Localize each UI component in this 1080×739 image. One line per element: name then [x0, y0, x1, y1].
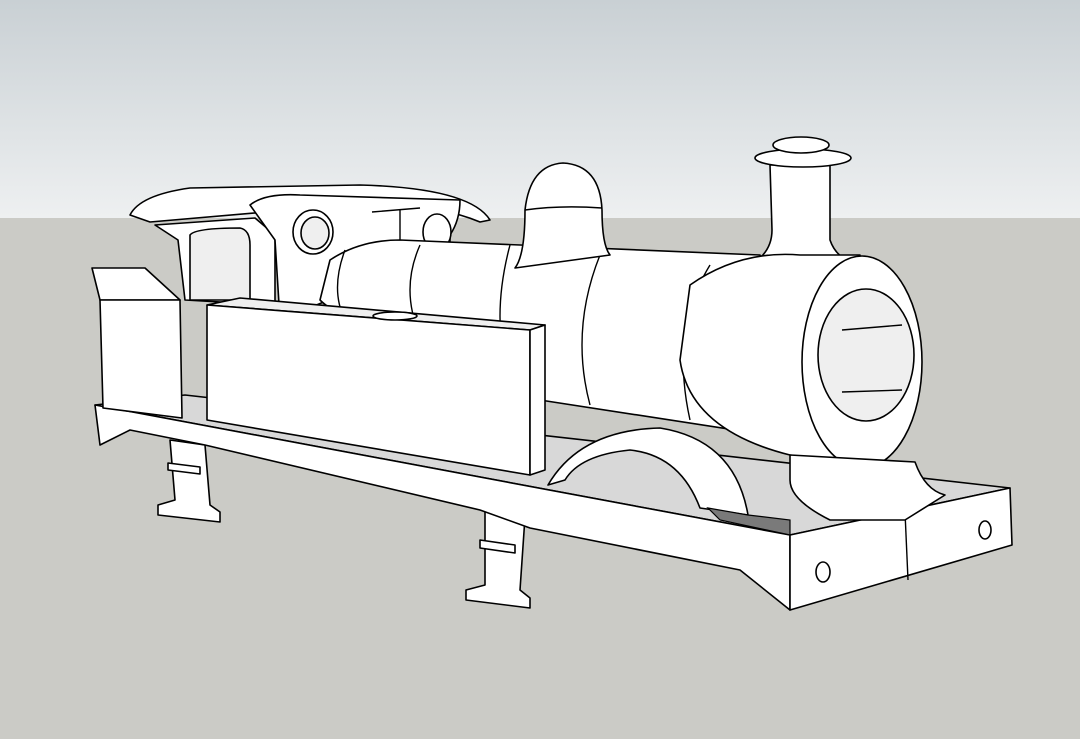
wheel-splasher: [547, 427, 791, 536]
rear-foot: [157, 439, 221, 523]
side-tank: [206, 297, 546, 476]
middle-foot: [465, 509, 531, 609]
coal-bunker: [91, 267, 183, 419]
dome: [514, 162, 611, 269]
smokebox: [679, 253, 946, 521]
chimney: [754, 136, 852, 263]
